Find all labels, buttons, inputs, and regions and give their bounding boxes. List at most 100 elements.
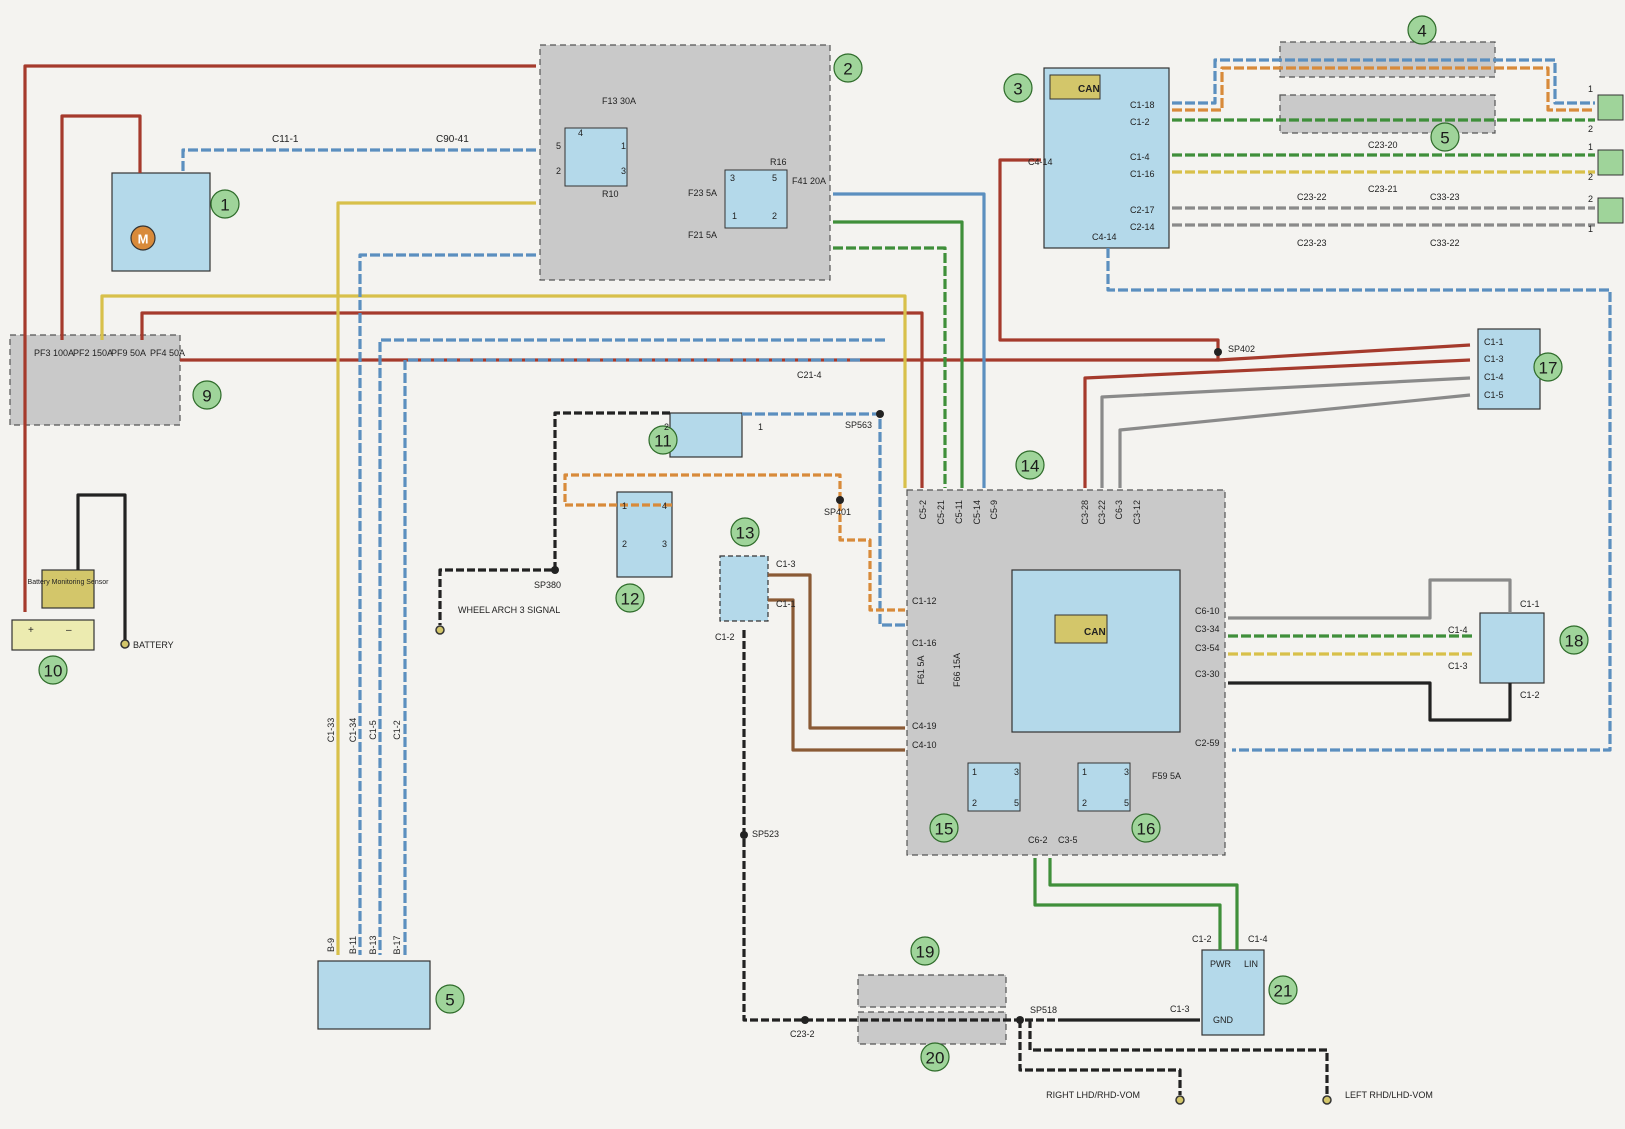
gem-right-pin: C3-54	[1195, 643, 1220, 653]
connector-pin: C4-14	[1028, 157, 1053, 167]
gem-right-pin: C2-59	[1195, 738, 1220, 748]
ground-label: LEFT RHD/LHD-VOM	[1345, 1090, 1433, 1100]
component-number-badge	[833, 53, 863, 83]
relay-pin: 2	[972, 798, 977, 808]
connector-pin: C1-3	[1448, 661, 1468, 671]
relay-15	[967, 762, 1021, 812]
connector-label: C33-22	[1430, 238, 1460, 248]
gem-right-pin: C6-10	[1195, 606, 1220, 616]
fuse-label: F21 5A	[688, 230, 717, 240]
battery-sensor-label: Battery Monitoring Sensor	[28, 579, 110, 586]
motor-icon	[130, 225, 156, 251]
connector-label: C21-4	[797, 370, 822, 380]
wire-black-18	[1228, 681, 1512, 722]
component-number: 5	[1440, 129, 1449, 148]
bus-pin: C1-33	[326, 718, 336, 743]
switch-pin: 1	[622, 501, 627, 511]
gem-left-pin: C1-12	[912, 596, 937, 606]
component-number-badge	[1559, 625, 1589, 655]
connector-pin: C1-2	[715, 632, 735, 642]
component-number: 11	[654, 432, 672, 451]
relay-pin: 2	[772, 211, 777, 221]
switch-pin: 4	[662, 501, 667, 511]
gem-left-pin: C4-10	[912, 740, 937, 750]
switch-pin: 3	[662, 539, 667, 549]
module-pin: B-9	[326, 938, 336, 952]
wire-blue-c259	[1106, 248, 1612, 752]
splice-label: SP380	[534, 580, 561, 590]
component-number: 21	[1274, 982, 1293, 1001]
wire-brown-c11	[768, 598, 905, 752]
sensor-18	[1479, 612, 1545, 684]
component-number-badge	[1533, 352, 1563, 382]
relay-pin: 5	[1124, 798, 1129, 808]
module-label: GND	[1213, 1015, 1234, 1025]
connector-pin: C1-5	[1484, 390, 1504, 400]
module-5	[317, 960, 431, 1030]
component-number-badge	[929, 813, 959, 843]
wire-black-battery	[76, 493, 127, 640]
wire-grey-17a	[1100, 376, 1471, 488]
switch-11	[669, 412, 743, 458]
component-number-badge	[435, 984, 465, 1014]
component-number: 12	[621, 590, 640, 609]
component-number-badge	[615, 583, 645, 613]
component-number: 16	[1137, 820, 1156, 839]
module-label: PWR	[1210, 959, 1231, 969]
relay-pin: 1	[621, 141, 626, 151]
component-number-badge	[910, 936, 940, 966]
component-number-badge	[730, 517, 760, 547]
splice-label: SP523	[752, 829, 779, 839]
gem-left-pin: C1-16	[912, 638, 937, 648]
connector-pin: C2-17	[1130, 205, 1155, 215]
end-pin: 2	[1588, 194, 1593, 204]
wire-yellow-pf9	[100, 294, 907, 488]
wire-yellow-c133	[336, 201, 536, 955]
relay-pin: 3	[1014, 767, 1019, 777]
wire-harness-a	[1172, 58, 1595, 105]
relay-label: R10	[602, 189, 619, 199]
gem-top-pin: C5-14	[972, 500, 982, 525]
connector-label: C33-23	[1430, 192, 1460, 202]
relay-pin: 1	[972, 767, 977, 777]
splice-dots	[551, 348, 1222, 1024]
ground-label: RIGHT LHD/RHD-VOM	[1046, 1090, 1140, 1100]
connector-pin: C1-4	[1448, 625, 1468, 635]
wire-red-main	[23, 64, 536, 612]
end-pin: 1	[1588, 142, 1593, 152]
harness-zone-5	[1279, 94, 1496, 134]
wire-green-c62	[1033, 858, 1222, 950]
connector-label: C23-23	[1297, 238, 1327, 248]
relay-pin: 3	[730, 173, 735, 183]
module-pin: B-11	[348, 936, 358, 954]
gem-top-pin: C5-2	[918, 500, 928, 520]
wire-red-14	[1083, 358, 1471, 488]
fuse-label: F41 20A	[792, 176, 826, 186]
wire-red-sp402	[180, 158, 1220, 362]
wire-black-left-ground	[1028, 1020, 1329, 1095]
connector-pin: C1-2	[1130, 117, 1150, 127]
fuse-label: F66 15A	[952, 653, 962, 687]
fuse-label: F59 5A	[1152, 771, 1181, 781]
end-connector-2	[1597, 149, 1624, 176]
module-13	[719, 555, 769, 622]
wire-green-b	[833, 246, 947, 488]
component-number-badge	[1003, 73, 1033, 103]
gem-top-pin: C5-9	[989, 500, 999, 520]
end-connector-1	[1597, 94, 1624, 121]
relay-label: R16	[770, 157, 787, 167]
component-number: 4	[1417, 22, 1426, 41]
component-number-badge	[920, 1042, 950, 1072]
gem-bottom-pin: C6-2	[1028, 835, 1048, 845]
wire-black-right-ground	[1018, 1020, 1182, 1095]
harness-zone-20	[857, 1011, 1007, 1045]
end-pin: 2	[1588, 172, 1593, 182]
component-number-badge	[1407, 15, 1437, 45]
gem-bottom-pin: C3-5	[1058, 835, 1078, 845]
fuse-label: F23 5A	[688, 188, 717, 198]
wire-blue-f41	[833, 192, 986, 488]
can-badge-14	[1054, 614, 1108, 644]
component-number: 17	[1539, 359, 1558, 378]
connector-label: C23-22	[1297, 192, 1327, 202]
